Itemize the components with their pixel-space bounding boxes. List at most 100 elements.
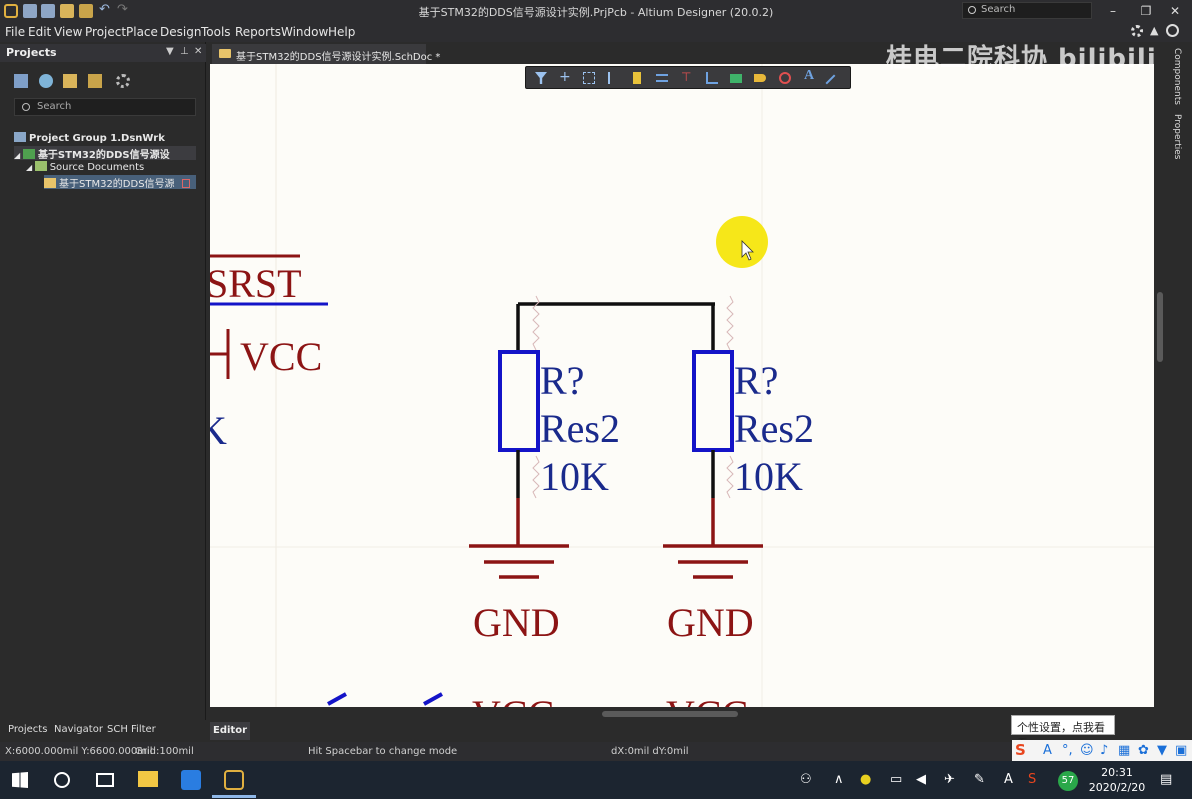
global-search-input[interactable]: Search (962, 2, 1092, 19)
sheet-symbol-icon[interactable] (730, 74, 742, 83)
sogou-logo-icon[interactable]: S (1015, 741, 1026, 759)
tree-source-documents[interactable]: ◢ Source Documents (26, 161, 196, 175)
comment: Res2 (540, 406, 620, 451)
tray-app-icon[interactable]: ● (860, 772, 872, 787)
settings-gear-icon[interactable] (1131, 25, 1143, 37)
tree-project-group[interactable]: Project Group 1.DsnWrk (14, 132, 194, 146)
open-project-icon[interactable] (79, 4, 93, 18)
vertical-scrollbar[interactable] (1154, 64, 1166, 707)
emoji-icon[interactable]: ☺ (1080, 743, 1094, 758)
save-icon[interactable] (23, 4, 37, 18)
show-hidden-icons[interactable]: ∧ (834, 772, 844, 787)
minimize-button[interactable]: – (1110, 4, 1116, 18)
menu-project[interactable]: Project (85, 25, 127, 39)
schematic-canvas[interactable]: SRST VCC K R? Res2 10K GND (210, 64, 1154, 707)
horizontal-scroll-thumb[interactable] (602, 711, 738, 717)
bus-entry-icon[interactable] (706, 72, 718, 84)
keyboard-icon[interactable]: ▦ (1118, 743, 1131, 758)
menu-edit[interactable]: Edit (28, 25, 52, 39)
wire-icon[interactable] (656, 74, 668, 82)
vertical-scroll-thumb[interactable] (1157, 292, 1163, 362)
select-rect-icon[interactable] (583, 72, 595, 84)
designator: R? (540, 358, 584, 403)
wps-writer-icon[interactable] (181, 770, 201, 790)
windows-start-icon[interactable] (12, 772, 28, 788)
panel-menu-icon[interactable]: ▼ (166, 46, 174, 57)
battery-icon[interactable]: ▭ (890, 772, 903, 787)
line-icon[interactable] (825, 74, 843, 92)
comment: Res2 (734, 406, 814, 451)
panel-close-icon[interactable]: ✕ (194, 46, 203, 57)
expand-arrow-icon[interactable]: ◢ (26, 163, 35, 172)
expand-arrow-icon[interactable]: ◢ (14, 151, 23, 160)
tab-sch-filter[interactable]: SCH Filter (107, 724, 156, 735)
menu-tools[interactable]: Tools (201, 25, 231, 39)
open-icon[interactable] (60, 4, 74, 18)
schematic-drawing: SRST VCC K R? Res2 10K GND (210, 64, 1154, 707)
tab-components[interactable]: Components (1172, 48, 1182, 105)
part-icon[interactable] (633, 72, 641, 84)
undo-icon[interactable]: ↶ (99, 2, 110, 17)
redo-icon[interactable]: ↷ (117, 2, 128, 17)
tray-badge[interactable]: 57 (1058, 771, 1078, 791)
tab-properties[interactable]: Properties (1172, 114, 1182, 160)
document-tab-bar: 基于STM32的DDS信号源设计实例.SchDoc * (206, 42, 1166, 64)
pen-icon[interactable]: ✎ (974, 772, 985, 787)
folder-icon (34, 161, 47, 171)
menu-design[interactable]: Design (160, 25, 202, 39)
designator: R? (734, 358, 778, 403)
people-icon[interactable]: ⚇ (800, 772, 812, 787)
shirt-icon[interactable]: ▼ (1157, 743, 1167, 758)
menu-view[interactable]: View (54, 25, 83, 39)
close-button[interactable]: ✕ (1169, 4, 1181, 18)
window-title: 基于STM32的DDS信号源设计实例.PrjPcb - Altium Desig… (418, 6, 774, 19)
notifications-icon[interactable]: ▲ (1150, 24, 1159, 37)
panel-pin-icon[interactable]: ⊥ (180, 46, 189, 57)
tab-editor[interactable]: Editor (210, 722, 250, 740)
port-icon[interactable] (754, 74, 766, 82)
network-icon[interactable]: ✈ (944, 772, 955, 787)
save-all-icon[interactable] (41, 4, 55, 18)
gear-icon[interactable] (116, 74, 130, 88)
tab-navigator[interactable]: Navigator (54, 724, 103, 735)
search-circle-icon[interactable] (54, 772, 70, 788)
action-center-icon[interactable]: ▤ (1160, 772, 1173, 787)
save-project-icon[interactable] (14, 74, 28, 88)
status-hint: Hit Spacebar to change mode (308, 746, 458, 757)
ime-tooltip[interactable]: 个性设置，点我看看 (1011, 715, 1115, 750)
file-explorer-icon[interactable] (138, 771, 158, 787)
move-icon[interactable]: + (559, 69, 571, 85)
voice-icon[interactable]: ♪ (1100, 743, 1109, 758)
tab-schdoc[interactable]: 基于STM32的DDS信号源设计实例.SchDoc * (212, 44, 440, 64)
open-folder-icon[interactable] (63, 74, 77, 88)
skin-icon[interactable]: ✿ (1138, 743, 1149, 758)
filter-icon[interactable] (535, 72, 547, 84)
menu-place[interactable]: Place (126, 25, 158, 39)
task-view-icon[interactable] (96, 773, 114, 787)
toolbox-icon[interactable]: ▣ (1175, 743, 1188, 758)
tab-projects[interactable]: Projects (8, 724, 48, 735)
menu-window[interactable]: Window (281, 25, 329, 39)
project-search-input[interactable]: Search (14, 98, 196, 116)
language-mode-icon[interactable]: A (1043, 743, 1052, 758)
user-account-icon[interactable] (1166, 24, 1179, 37)
horizontal-scrollbar[interactable] (210, 707, 1154, 720)
altium-designer-icon[interactable] (224, 770, 244, 790)
tree-schematic-document[interactable]: 基于STM32的DDS信号源 (44, 175, 196, 190)
sogou-tray-icon[interactable]: S (1028, 772, 1037, 787)
align-icon[interactable] (608, 72, 620, 84)
tree-project[interactable]: ◢ 基于STM32的DDS信号源设 (14, 146, 196, 161)
volume-icon[interactable]: ◀ (916, 772, 926, 787)
compile-icon[interactable] (39, 74, 53, 88)
system-clock[interactable]: 20:31 2020/2/20 (1082, 765, 1152, 795)
text-icon[interactable]: A (804, 68, 815, 83)
menu-reports[interactable]: Reports (235, 25, 282, 39)
punctuation-icon[interactable]: °, (1062, 743, 1073, 758)
power-port-icon[interactable]: ⊤ (681, 70, 692, 84)
menu-file[interactable]: File (5, 25, 26, 39)
project-folder-icon[interactable] (88, 74, 102, 88)
no-erc-icon[interactable] (779, 72, 791, 84)
menu-help[interactable]: Help (328, 25, 356, 39)
ime-mode-icon[interactable]: A (1004, 772, 1013, 787)
maximize-button[interactable]: ❐ (1140, 4, 1152, 18)
